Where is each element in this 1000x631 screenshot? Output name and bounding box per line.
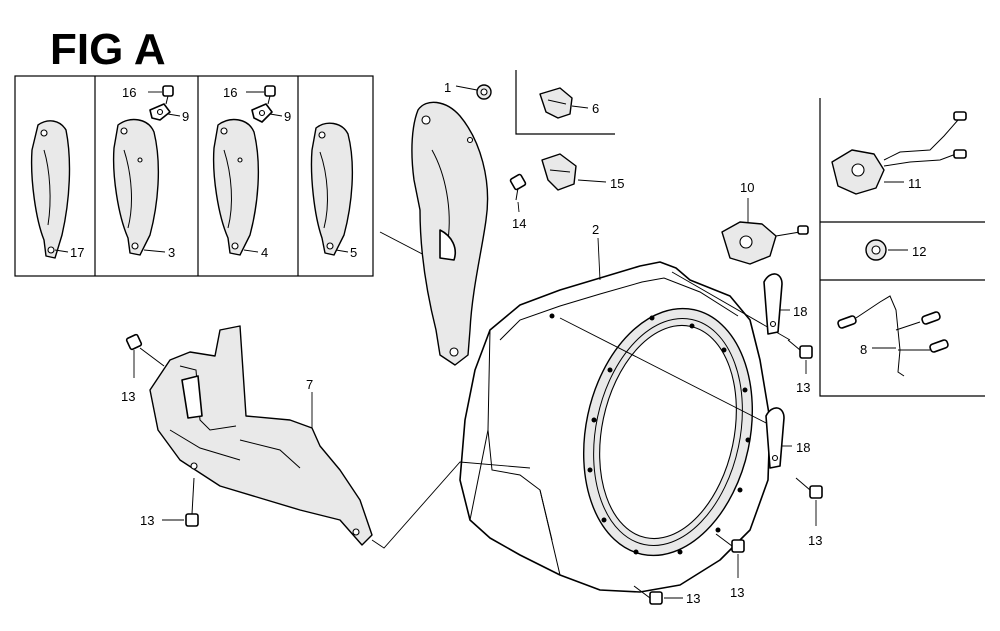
bolt-16-b xyxy=(264,85,276,105)
variant-panel xyxy=(14,75,374,277)
switch-11 xyxy=(831,111,967,195)
bolt-13-c xyxy=(633,585,663,605)
callout-11: 11 xyxy=(908,176,922,191)
callout-12: 12 xyxy=(912,244,926,259)
callout-2: 2 xyxy=(592,222,599,237)
right-panel xyxy=(819,98,985,397)
wire-harness-8 xyxy=(837,295,949,377)
callout-14: 14 xyxy=(512,216,526,231)
bolt-13-f xyxy=(787,339,813,359)
bolt-13-d xyxy=(715,533,745,553)
callout-13-f: 13 xyxy=(796,380,810,395)
callout-5: 5 xyxy=(350,245,357,260)
shroud-variant-17 xyxy=(30,120,71,259)
shroud-variant-3 xyxy=(112,118,160,256)
callout-13-d: 13 xyxy=(730,585,744,600)
callout-8: 8 xyxy=(860,342,867,357)
callout-6: 6 xyxy=(592,101,599,116)
callout-15: 15 xyxy=(610,176,624,191)
callout-13-a: 13 xyxy=(121,389,135,404)
clip-9-b xyxy=(251,103,273,123)
nut-12 xyxy=(865,239,887,261)
callout-18-b: 18 xyxy=(796,440,810,455)
figure-title: FIG A xyxy=(50,25,166,74)
callout-7: 7 xyxy=(306,377,313,392)
bolt-13-a xyxy=(125,333,165,367)
callout-18-a: 18 xyxy=(793,304,807,319)
callout-1: 1 xyxy=(444,80,451,95)
callout-9-a: 9 xyxy=(182,109,189,124)
grommet-1 xyxy=(476,84,492,100)
clamp-18-b xyxy=(765,407,785,469)
clip-9-a xyxy=(149,103,171,121)
variant-panel-frame xyxy=(14,75,374,277)
switch-10 xyxy=(721,221,809,265)
callout-17: 17 xyxy=(70,245,84,260)
fan-housing xyxy=(459,261,771,593)
lower-shroud xyxy=(149,325,373,546)
callout-9-b: 9 xyxy=(284,109,291,124)
callout-4: 4 xyxy=(261,245,268,260)
callout-13-b: 13 xyxy=(140,513,154,528)
callout-10: 10 xyxy=(740,180,754,195)
shroud-variant-4 xyxy=(212,118,260,256)
callout-13-e: 13 xyxy=(808,533,822,548)
bolt-13-b xyxy=(185,477,199,527)
bolt-16-a xyxy=(162,85,174,105)
clip-15 xyxy=(541,153,577,191)
side-shroud xyxy=(411,101,489,366)
clamp-18-a xyxy=(763,273,783,335)
callout-13-c: 13 xyxy=(686,591,700,606)
callout-3: 3 xyxy=(168,245,175,260)
clip-6 xyxy=(539,87,573,119)
clip-6-frame xyxy=(515,70,615,135)
bolt-14 xyxy=(509,173,527,201)
callout-16-b: 16 xyxy=(223,85,237,100)
shroud-variant-5 xyxy=(310,122,354,256)
bolt-13-e xyxy=(795,477,823,499)
callout-16-a: 16 xyxy=(122,85,136,100)
